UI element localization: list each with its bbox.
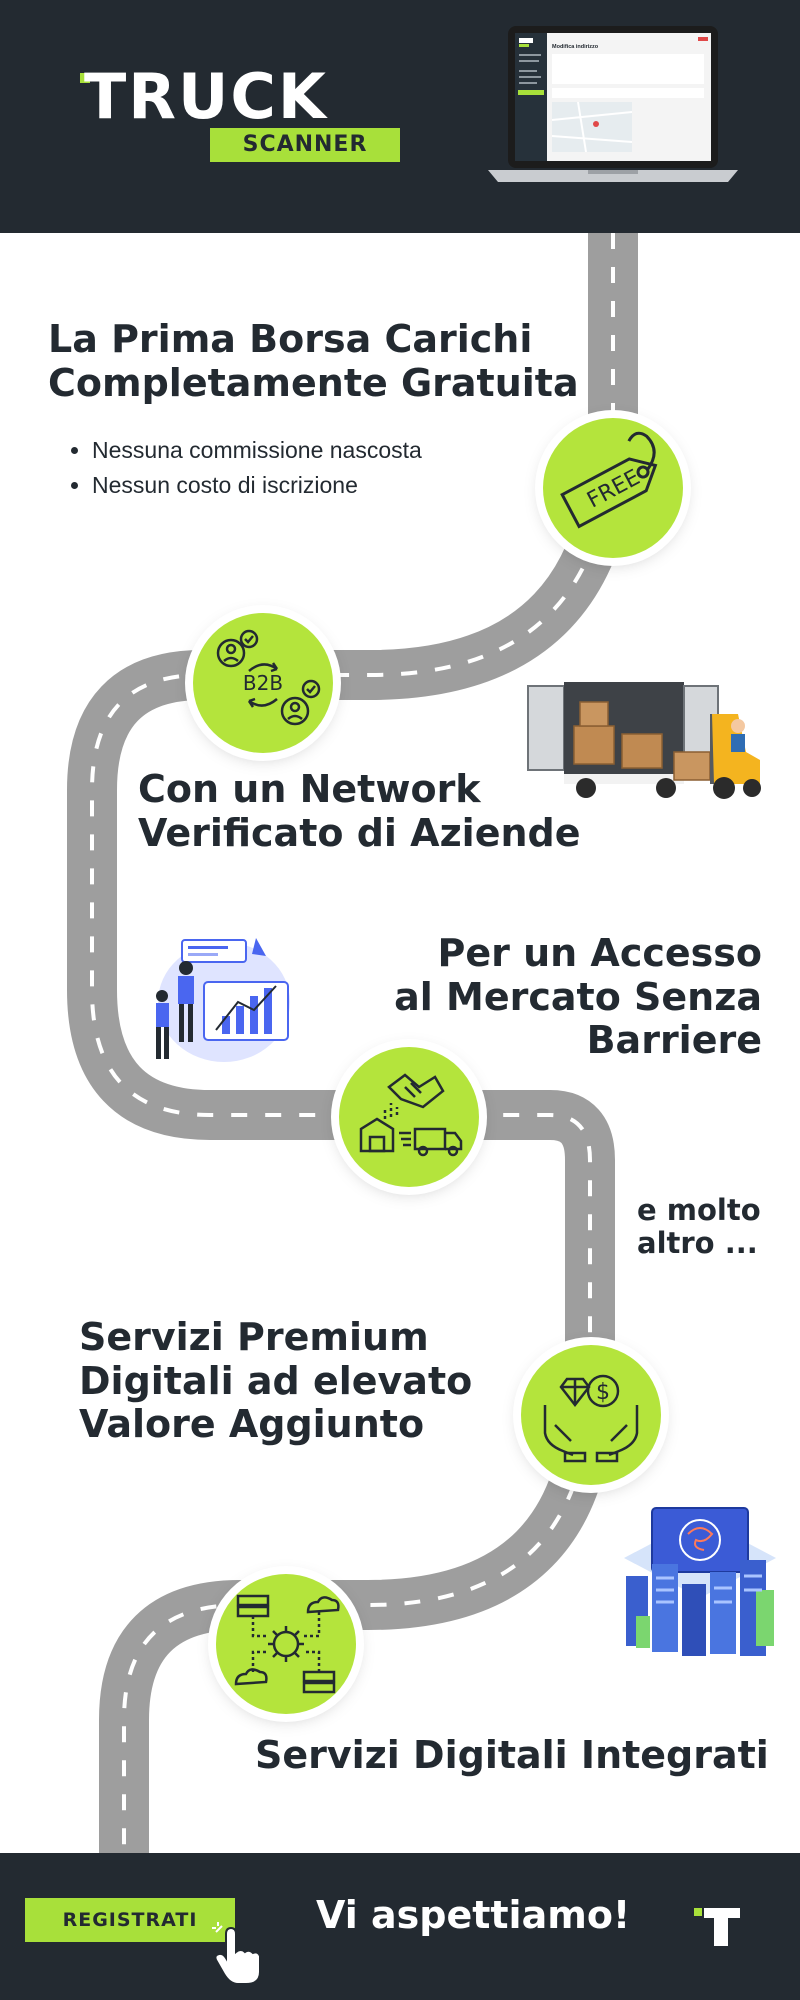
section-title-line: La Prima Borsa Carichi bbox=[48, 317, 533, 361]
footer-message: Vi aspettiamo! bbox=[316, 1893, 631, 1937]
brand-logo-icon bbox=[694, 1908, 740, 1946]
section-title-line: Verificato di Aziende bbox=[138, 810, 581, 855]
section-title-line: Servizi Premium bbox=[79, 1315, 429, 1359]
free-tag-icon: FREE bbox=[560, 431, 658, 529]
smart-city-illustration bbox=[624, 1507, 776, 1656]
more-features-line: e molto bbox=[637, 1193, 761, 1227]
section-title-network: Con un Network Verificato di Aziende bbox=[138, 767, 581, 855]
section-title-line: Valore Aggiunto bbox=[79, 1402, 425, 1447]
more-features-text: e molto altro ... bbox=[637, 1193, 761, 1261]
hand-pointer-icon bbox=[212, 1922, 261, 1985]
market-growth-illustration bbox=[156, 938, 290, 1062]
list-item: Nessun costo di iscrizione bbox=[92, 468, 422, 503]
benefit-list: Nessuna commissione nascosta Nessun cost… bbox=[72, 433, 422, 503]
free-tag-label: FREE bbox=[583, 465, 644, 513]
b2b-network-badge: B2B bbox=[193, 613, 333, 753]
server-gear-cloud-icon bbox=[234, 1594, 340, 1694]
laptop-screen-title: Modifica indirizzo bbox=[552, 44, 599, 50]
list-item: Nessuna commissione nascosta bbox=[92, 433, 422, 468]
section-title-line: Barriere bbox=[586, 1018, 762, 1063]
handshake-delivery-icon bbox=[359, 1073, 463, 1157]
logo-wordmark: TRUCK bbox=[84, 60, 328, 133]
truck-forklift-illustration bbox=[527, 682, 761, 799]
free-tag-badge: FREE bbox=[543, 418, 683, 558]
laptop-mockup-illustration: Modifica indirizzo bbox=[488, 26, 738, 182]
hands-money-icon: $ bbox=[543, 1374, 639, 1463]
logo-subtitle-badge: SCANNER bbox=[210, 128, 400, 162]
b2b-label: B2B bbox=[243, 671, 283, 695]
section-title-line: Per un Accesso bbox=[437, 931, 762, 975]
section-title-line: al Mercato Senza bbox=[394, 974, 762, 1019]
section-title-line: Digitali ad elevato bbox=[79, 1358, 473, 1403]
section-title-line: Completamente Gratuita bbox=[48, 360, 579, 405]
more-features-line: altro ... bbox=[637, 1226, 758, 1261]
section-title-integrated: Servizi Digitali Integrati bbox=[255, 1733, 769, 1777]
premium-services-badge: $ bbox=[521, 1345, 661, 1485]
market-access-badge bbox=[339, 1047, 479, 1187]
logo-accent-mark bbox=[80, 73, 90, 83]
section-title-free: La Prima Borsa Carichi Completamente Gra… bbox=[48, 317, 579, 405]
currency-symbol: $ bbox=[596, 1380, 610, 1405]
section-title-line: Con un Network bbox=[138, 767, 481, 811]
integrated-services-badge bbox=[216, 1574, 356, 1714]
b2b-network-icon: B2B bbox=[216, 629, 321, 726]
section-title-market-access: Per un Accesso al Mercato Senza Barriere bbox=[330, 931, 762, 1063]
section-title-premium: Servizi Premium Digitali ad elevato Valo… bbox=[79, 1315, 473, 1447]
register-button[interactable]: REGISTRATI bbox=[25, 1898, 235, 1942]
